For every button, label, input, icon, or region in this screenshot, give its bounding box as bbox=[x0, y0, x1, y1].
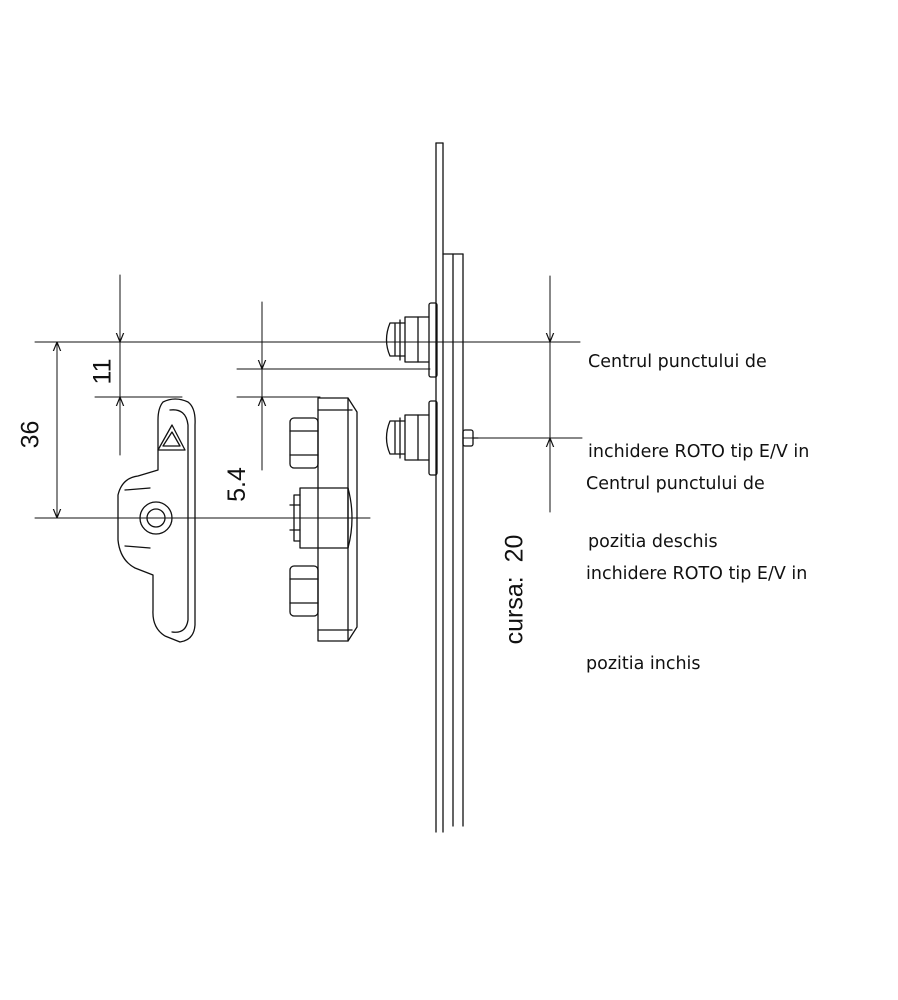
dimension-label-travel: cursa: 20 bbox=[500, 535, 529, 645]
callout-closed-line-2: inchidere ROTO tip E/V in bbox=[586, 564, 808, 584]
dimension-label-11: 11 bbox=[88, 358, 117, 385]
locking-cam-open bbox=[385, 302, 438, 378]
callout-closed-position: Centrul punctului de inchidere ROTO tip … bbox=[586, 409, 807, 709]
callout-open-position: Centrul punctului de inchidere ROTO tip … bbox=[588, 287, 809, 587]
locking-cam-closed bbox=[385, 400, 479, 476]
dimension-label-5-4: 5.4 bbox=[222, 467, 251, 502]
callout-closed-line-1: Centrul punctului de bbox=[586, 474, 765, 494]
dimension-label-36: 36 bbox=[16, 420, 45, 449]
callout-open-line-1: Centrul punctului de bbox=[588, 352, 767, 372]
callout-open-line-2: inchidere ROTO tip E/V in bbox=[588, 442, 810, 462]
callout-closed-line-3: pozitia inchis bbox=[586, 654, 701, 674]
callout-leaders bbox=[549, 341, 583, 439]
travel-label: cursa: bbox=[500, 576, 529, 645]
keeper-plate bbox=[289, 397, 358, 642]
roller-cam-part bbox=[117, 398, 196, 643]
callout-open-line-3: pozitia deschis bbox=[588, 532, 718, 552]
sash-profile bbox=[435, 142, 464, 833]
travel-value: 20 bbox=[500, 534, 529, 563]
extension-lines bbox=[34, 341, 561, 519]
